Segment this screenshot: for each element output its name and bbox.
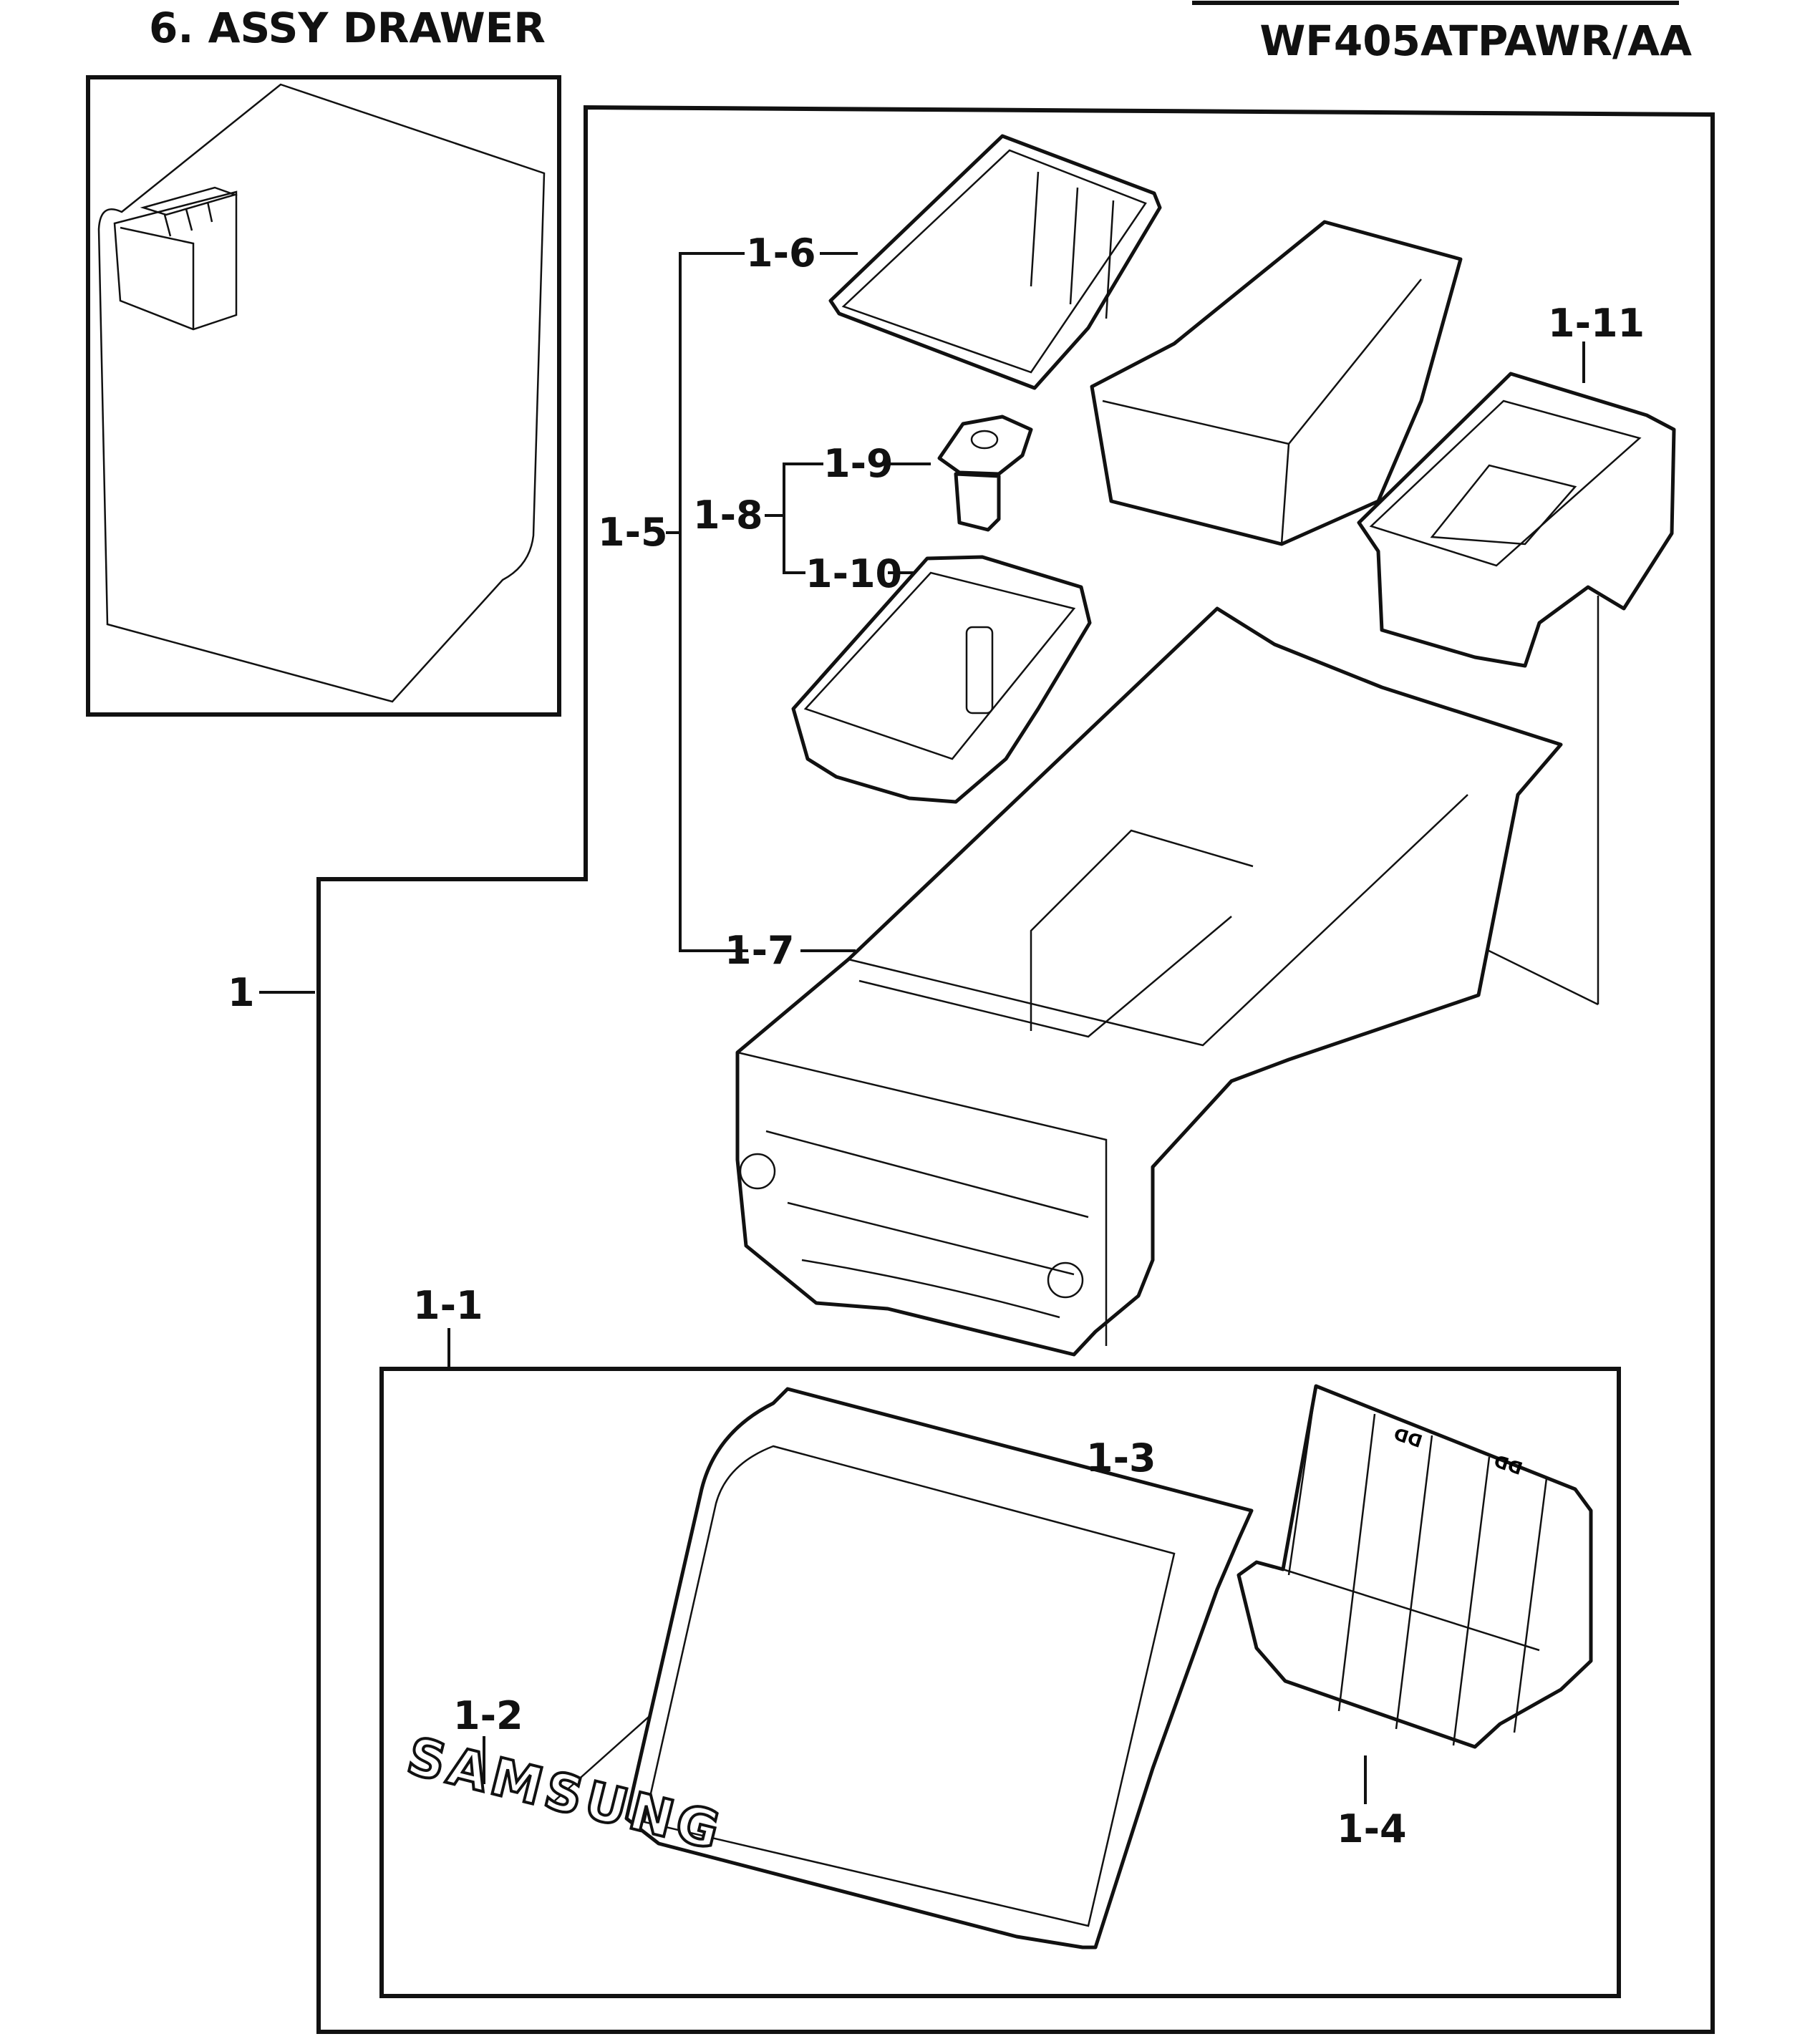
part-1-9-stem <box>954 472 1001 532</box>
callout-1-4: 1-4 <box>1337 1806 1407 1851</box>
callout-1-3: 1-3 <box>1086 1435 1156 1481</box>
part-1-11-cup <box>1357 372 1676 668</box>
part-1-7-housing <box>735 606 1563 1357</box>
section-title: 6. ASSY DRAWER <box>149 4 546 52</box>
callout-1-9: 1-9 <box>823 441 894 486</box>
callout-1-1: 1-1 <box>413 1283 483 1328</box>
part-1-10-basket <box>791 555 1092 804</box>
callout-1: 1 <box>228 970 255 1015</box>
main-frame <box>316 105 1715 2034</box>
subassembly-frame <box>379 1367 1621 1998</box>
callout-1-6: 1-6 <box>746 231 816 276</box>
inset-frame <box>86 75 561 717</box>
callout-1-11: 1-11 <box>1548 301 1645 346</box>
part-1-3-panel <box>624 1387 1254 1949</box>
model-number: WF405ATPAWR/AA <box>1259 16 1692 65</box>
callout-1-8: 1-8 <box>693 493 763 538</box>
callout-1-10: 1-10 <box>805 551 902 596</box>
part-1-9-cap <box>937 415 1033 476</box>
callout-1-2: 1-2 <box>453 1693 523 1738</box>
part-tall-tray <box>1090 220 1463 546</box>
callout-1-7: 1-7 <box>725 928 795 973</box>
inset-washer-illustration <box>97 83 546 703</box>
part-1-4-insert <box>1236 1384 1593 1749</box>
callout-1-5: 1-5 <box>598 510 668 555</box>
